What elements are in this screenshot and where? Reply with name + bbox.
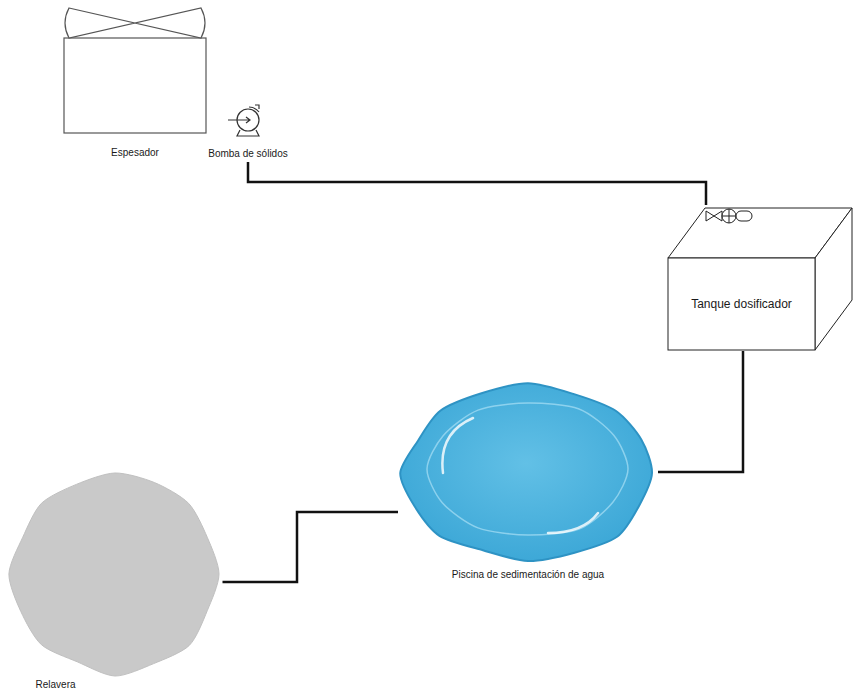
thickener-tank	[64, 38, 206, 133]
node-shape	[204, 104, 292, 138]
node-shape	[668, 205, 854, 351]
node-label: Relavera	[36, 679, 223, 691]
tank-side	[815, 208, 852, 350]
node-shape	[8, 472, 223, 677]
tailings-dam	[8, 473, 218, 676]
pool-node: Piscina de sedimentación de agua	[398, 383, 658, 583]
tank-front	[668, 258, 815, 350]
sedimentation-pool	[400, 383, 652, 561]
pump-rotation-arrow	[249, 105, 259, 112]
node-label: Espesador	[60, 147, 210, 159]
thickener-rake	[65, 8, 205, 38]
tank-node: Tanque dosificador	[668, 205, 854, 351]
water-highlight	[427, 403, 628, 535]
pump-inlet-arrow	[228, 117, 250, 123]
tailings-node: Relavera	[8, 472, 223, 693]
pump-node: Bomba de sólidos	[204, 104, 292, 162]
dosing-valve	[706, 209, 752, 223]
node-label: Tanque dosificador	[668, 258, 815, 350]
node-shape	[398, 383, 658, 563]
pipe-line	[658, 351, 743, 472]
node-label: Piscina de sedimentación de agua	[398, 569, 658, 581]
node-label: Bomba de sólidos	[204, 148, 292, 160]
thickener-node: Espesador	[60, 5, 210, 161]
water-shine	[442, 418, 598, 533]
pipe-line	[248, 162, 706, 205]
pipe-line	[223, 512, 399, 582]
node-shape	[60, 5, 210, 135]
